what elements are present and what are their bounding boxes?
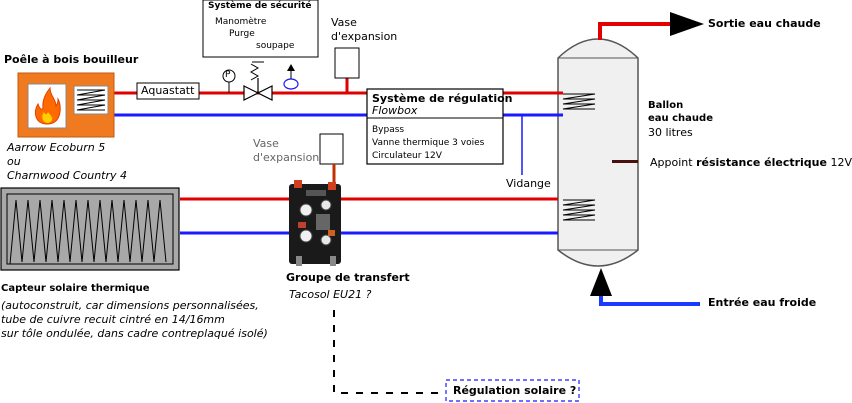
cold-inlet-label: Entrée eau froide [708, 296, 817, 309]
flowbox-item1: Bypass [372, 125, 405, 135]
tank-title1: Ballon [648, 100, 684, 111]
drain-label: Vidange [506, 177, 551, 190]
flowbox-item2: Vanne thermique 3 voies [372, 138, 485, 148]
wood-stove [17, 72, 115, 138]
cold-inlet-arrow [590, 268, 612, 296]
heater-label: Appoint résistance électrique 12V [650, 156, 852, 169]
stove-or: ou [7, 155, 21, 168]
collector-tube [9, 199, 167, 265]
hot-outlet-arrow [670, 12, 704, 36]
electric-heater [612, 160, 638, 163]
solar-regulation-box [445, 379, 580, 402]
tank-lower-coil [562, 199, 596, 221]
pressure-gauge [222, 69, 236, 93]
expansion-top-line1: Vase [331, 16, 357, 29]
flame-icon [34, 86, 61, 125]
safety-line2: Purge [229, 29, 255, 39]
heater-suffix: 12V [826, 156, 852, 169]
aquastat-label: Aquastatt [141, 84, 195, 97]
solar-desc2: tube de cuivre recuit cintré en 14/16mm [1, 313, 225, 326]
solar-title: Capteur solaire thermique [1, 283, 150, 294]
flowbox-title: Système de régulation [372, 92, 513, 105]
stove-model-2: Charnwood Country 4 [7, 169, 128, 182]
aquastat-box [136, 82, 200, 100]
expansion-vessel-mid [319, 133, 344, 165]
stove-title: Poêle à bois bouilleur [4, 53, 139, 66]
hot-outlet-pipe [598, 22, 676, 40]
flowbox-item3: Circulateur 12V [372, 151, 442, 161]
solar-regulation-label: Régulation solaire ? [453, 384, 577, 397]
hot-water-tank [557, 38, 639, 267]
safety-line1: Manomètre [215, 17, 267, 27]
safety-valve-symbol [243, 61, 273, 101]
solar-collector [0, 187, 180, 271]
transfer-group [289, 180, 341, 266]
flowbox-subtitle: Flowbox [372, 104, 418, 117]
expansion-mid-line2: d'expansion [253, 151, 320, 164]
gauge-letter: P [225, 70, 231, 80]
safety-system-box [202, 0, 319, 58]
expansion-mid-line1: Vase [253, 137, 279, 150]
hot-outlet-label: Sortie eau chaude [708, 17, 821, 30]
expansion-top-line2: d'expansion [331, 30, 398, 43]
solar-desc3: sur tôle ondulée, dans cadre contreplaqu… [1, 327, 268, 340]
solar-desc1: (autoconstruit, car dimensions personnal… [1, 299, 259, 312]
flowbox-box [366, 88, 504, 165]
control-dashed-line [333, 310, 446, 394]
tank-upper-coil [562, 93, 596, 110]
expansion-vessel-top [334, 47, 360, 79]
stove-coil [76, 89, 106, 111]
stove-model-1: Aarrow Ecoburn 5 [7, 141, 106, 154]
safety-title: Système de sécurité [208, 1, 312, 11]
safety-line3: soupape [256, 41, 295, 51]
heater-bold: résistance électrique [696, 156, 827, 169]
air-purge [283, 64, 299, 90]
heater-prefix: Appoint [650, 156, 697, 169]
transfer-title: Groupe de transfert [286, 271, 410, 284]
transfer-model: Tacosol EU21 ? [289, 288, 372, 301]
cold-inlet-pipe [599, 283, 700, 306]
tank-capacity: 30 litres [648, 126, 693, 139]
tank-title2: eau chaude [648, 113, 713, 124]
